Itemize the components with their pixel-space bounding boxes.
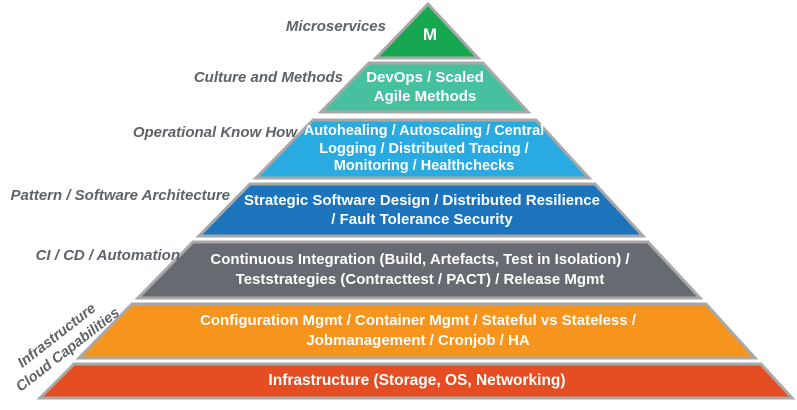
pyramid-layer-operational-shape	[252, 118, 593, 180]
pyramid-layer-cicd-shape	[134, 240, 704, 300]
pyramid-layer-cloud-shape	[75, 302, 759, 360]
pyramid-layer-culture-shape	[317, 61, 532, 114]
pyramid-layer-infrastructure-shape	[36, 362, 796, 400]
pyramid-layer-pattern-shape	[195, 182, 647, 238]
pyramid-layer-microservices-shape	[372, 1, 482, 60]
